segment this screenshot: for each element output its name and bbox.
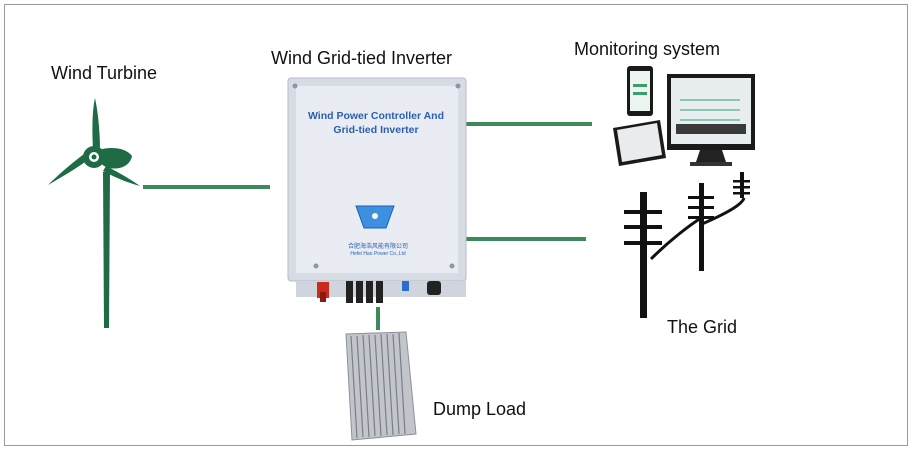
wind-turbine-icon — [48, 98, 140, 328]
inverter-panel-line2: Grid-tied Inverter — [333, 124, 419, 136]
dump-load-heatsink — [345, 331, 417, 441]
inverter-panel-line1: Wind Power Controller And — [307, 110, 444, 122]
inverter-device — [287, 77, 467, 303]
grid-label: The Grid — [667, 317, 738, 337]
diagram-frame — [4, 4, 908, 446]
power-grid-icon — [624, 172, 750, 318]
connectors — [143, 122, 592, 330]
inverter-title-label: Wind Grid-tied Inverter — [271, 48, 453, 68]
monitoring-system-label: Monitoring system — [574, 39, 721, 59]
dump-load-label: Dump Load — [433, 399, 527, 419]
inverter-company-en: Hefei Hao Power Co.,Ltd — [350, 251, 406, 257]
inverter-company-cn: 合肥海浩风能有限公司 — [347, 244, 408, 250]
wind-turbine-label: Wind Turbine — [51, 63, 158, 83]
monitoring-system-icon — [613, 66, 755, 166]
